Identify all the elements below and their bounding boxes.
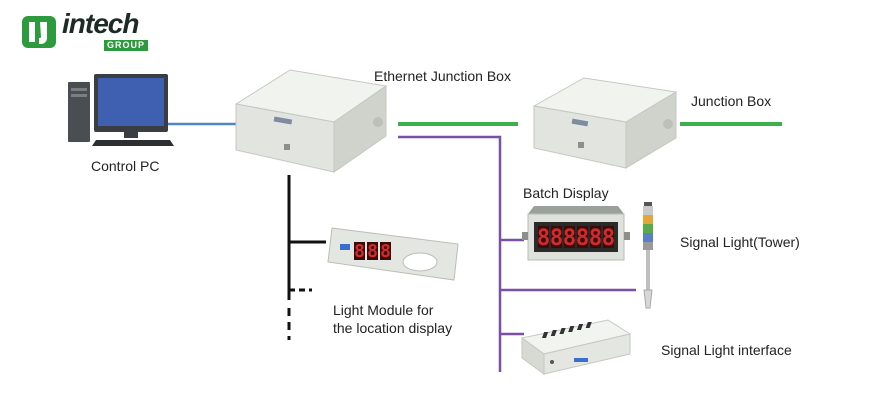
junction-box-label: Junction Box: [691, 93, 772, 109]
signal-tower-icon: [643, 202, 653, 309]
signal-tower-label: Signal Light(Tower): [680, 234, 800, 250]
control-pc-icon: [68, 74, 174, 146]
led-digit: 8: [367, 241, 378, 262]
led-digit: 8: [589, 226, 602, 251]
led-digit: 8: [537, 226, 550, 251]
ethernet-junction-box-icon: [234, 69, 388, 173]
logo-wordmark: intech: [62, 8, 139, 39]
signal-light-interface-label: Signal Light interface: [661, 342, 792, 358]
control-pc-label: Control PC: [91, 158, 160, 174]
led-digit: 8: [354, 241, 365, 262]
led-digit: 8: [602, 226, 615, 251]
ethernet-junction-box-label: Ethernet Junction Box: [374, 68, 511, 84]
led-digit-cell: [538, 226, 549, 248]
led-digit-cell: [577, 226, 588, 248]
led-digit-cell: [380, 242, 391, 260]
led-digit: 8: [380, 241, 391, 262]
batch-display-label: Batch Display: [523, 185, 609, 201]
led-digit: 8: [563, 226, 576, 251]
bus-trunk: [398, 135, 502, 372]
led-digit-cell: [564, 226, 575, 248]
led-digit-cell: [354, 242, 365, 260]
led-digit-cell: [367, 242, 378, 260]
led-digit: 8: [550, 226, 563, 251]
led-digit-cell: [603, 226, 614, 248]
logo-group-tag: GROUP: [104, 40, 149, 51]
led-digit-cell: [590, 226, 601, 248]
signal-light-interface-icon: [520, 319, 632, 375]
light-module-label-line2: the location display: [333, 320, 453, 336]
light-module-label-line1: Light Module for: [333, 302, 434, 318]
junction-box-icon: [532, 77, 678, 169]
logo-mark-icon: [22, 16, 56, 48]
led-digit: 8: [576, 226, 589, 251]
led-digit-cell: [551, 226, 562, 248]
